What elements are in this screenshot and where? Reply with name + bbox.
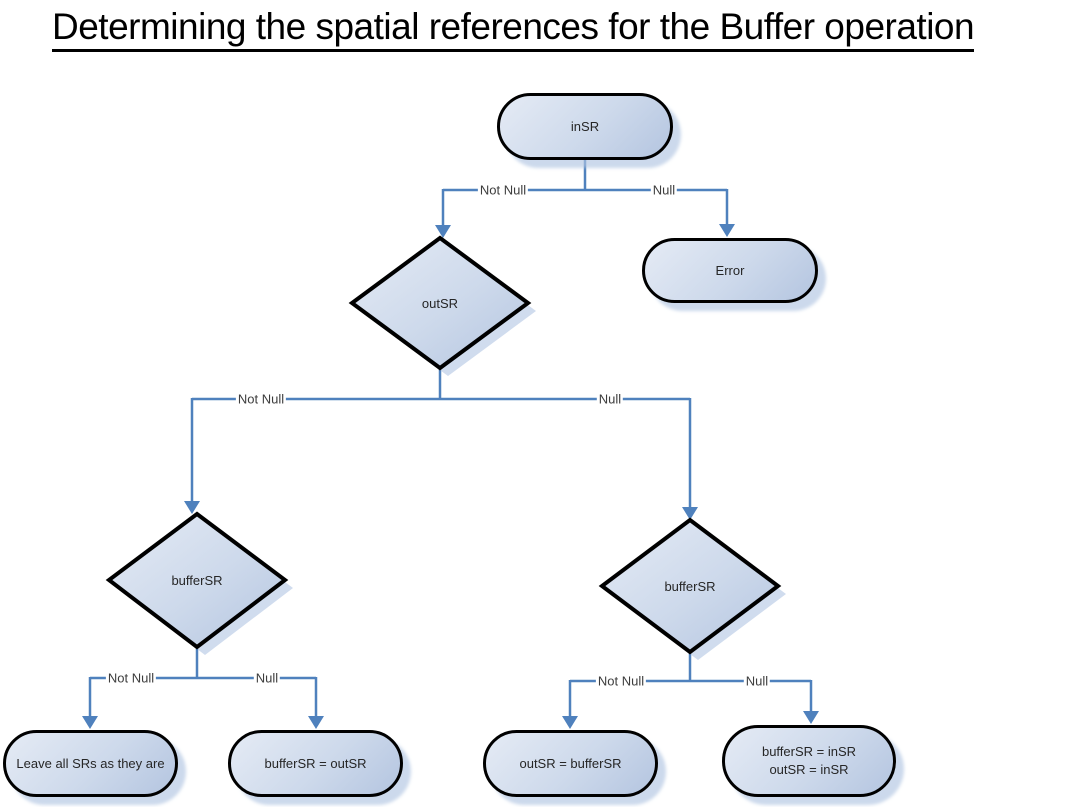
edge-label-insr-not-null: Not Null [477, 182, 529, 198]
node-buffersr-eq-insr-line1: bufferSR = inSR [761, 744, 857, 760]
buffersr-left-diamond [105, 511, 289, 650]
arrowhead-icons [82, 224, 819, 729]
node-outsr-eq-buffersr: outSR = bufferSR [483, 730, 658, 797]
edge-label-outsr-null: Null [596, 391, 624, 407]
node-buffersr-eq-insr: bufferSR = inSR outSR = inSR [722, 725, 896, 797]
buffersr-right-diamond [598, 517, 782, 655]
node-error: Error [642, 238, 818, 303]
node-buffersr-eq-insr-line2: outSR = inSR [769, 762, 849, 777]
edge-label-insr-null: Null [650, 182, 678, 198]
edge-label-buffersr-right-null: Null [743, 673, 771, 689]
node-buffersr-eq-outsr: bufferSR = outSR [228, 730, 403, 797]
edge-label-buffersr-left-null: Null [253, 670, 281, 686]
node-error-label: Error [715, 262, 745, 278]
node-insr-label: inSR [570, 118, 600, 134]
node-buffersr-eq-outsr-label: bufferSR = outSR [264, 755, 367, 771]
edge-label-buffersr-left-not-null: Not Null [105, 670, 157, 686]
node-leave-all-srs: Leave all SRs as they are [3, 730, 178, 797]
node-insr: inSR [497, 93, 673, 160]
edge-label-outsr-not-null: Not Null [235, 391, 287, 407]
node-leave-all-srs-label: Leave all SRs as they are [16, 755, 165, 771]
outsr-diamond [348, 235, 532, 371]
node-outsr-eq-buffersr-label: outSR = bufferSR [519, 755, 622, 771]
decision-diamonds [105, 235, 782, 655]
edge-label-buffersr-right-not-null: Not Null [595, 673, 647, 689]
page-title: Determining the spatial references for t… [52, 6, 975, 52]
